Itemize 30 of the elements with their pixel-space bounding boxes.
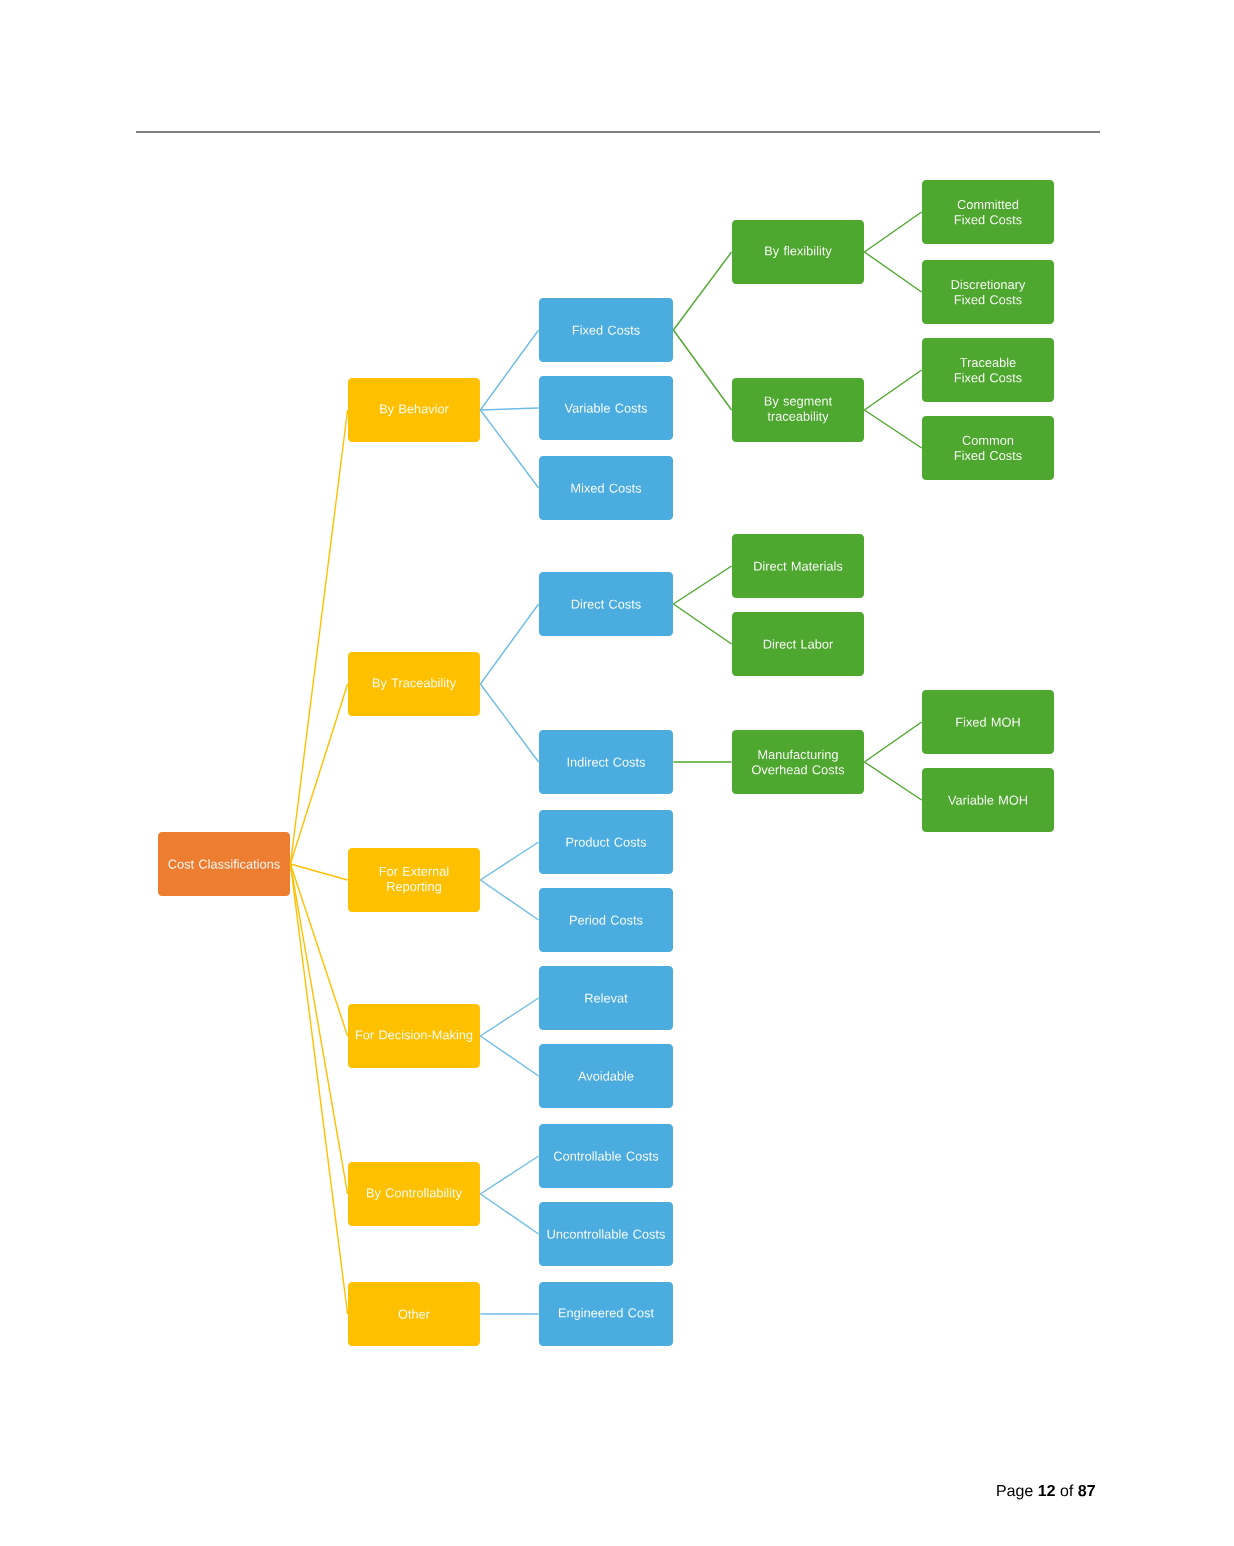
connector-line <box>672 251 733 331</box>
connector-line <box>289 863 349 881</box>
connector-line <box>479 1155 540 1195</box>
connector-line <box>863 211 923 253</box>
connector-line <box>863 251 923 293</box>
connector-line <box>289 863 349 1037</box>
connector-line <box>289 863 349 1195</box>
connector-line <box>863 721 923 763</box>
connector-line <box>863 409 923 449</box>
connector-line <box>672 329 733 411</box>
connector-line <box>479 329 540 411</box>
page-number: Page 12 of 87 <box>997 1484 1095 1500</box>
connector-line <box>479 603 540 685</box>
connector-line <box>863 369 923 411</box>
connector-line <box>863 761 923 801</box>
connector-line <box>672 761 733 763</box>
connector-line <box>479 879 540 921</box>
connector-line <box>479 1035 540 1077</box>
connector-line <box>479 997 540 1037</box>
connector-line <box>672 603 733 645</box>
connector-line <box>479 841 540 881</box>
connector-line <box>289 863 349 1315</box>
connector-line <box>289 683 349 865</box>
connector-line <box>672 565 733 605</box>
connector-line <box>479 1193 540 1235</box>
connector-line <box>479 409 540 489</box>
connector-line <box>479 683 540 763</box>
connector-line <box>479 407 540 411</box>
connector-line <box>289 409 349 865</box>
connector-line <box>479 1313 540 1315</box>
